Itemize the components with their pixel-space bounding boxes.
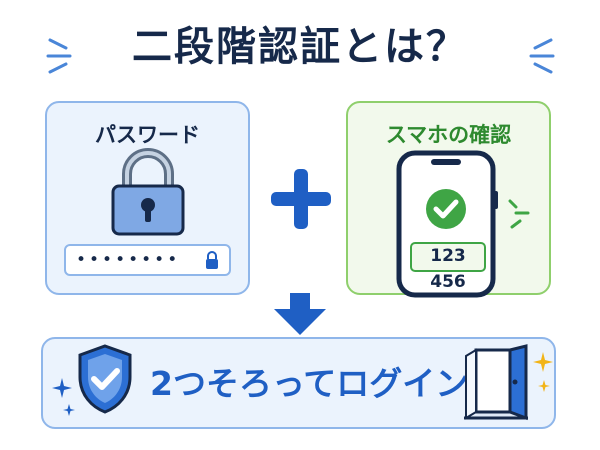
title-sparkle-right-icon — [529, 38, 555, 74]
password-masked-value: •••••••• — [76, 250, 181, 270]
lock-icon — [111, 148, 185, 236]
down-arrow-icon — [274, 293, 326, 335]
password-label: パスワード — [95, 123, 200, 147]
plus-icon — [271, 169, 331, 229]
verification-code: 123 456 — [430, 246, 466, 292]
field-lock-icon — [206, 251, 218, 269]
code-box — [410, 242, 486, 272]
vibration-lines-icon — [508, 199, 530, 229]
sparkle-icon — [52, 378, 75, 416]
password-field[interactable] — [64, 244, 231, 276]
check-icon — [426, 189, 466, 229]
door-icon — [464, 344, 528, 421]
shield-check-icon — [78, 344, 132, 414]
result-text: 2つそろってログイン — [150, 364, 469, 403]
page-title: 二段階認証とは？ — [132, 24, 468, 70]
gold-sparkle-icon — [533, 352, 553, 392]
phone-label: スマホの確認 — [385, 123, 512, 147]
title-sparkle-left-icon — [46, 38, 72, 74]
